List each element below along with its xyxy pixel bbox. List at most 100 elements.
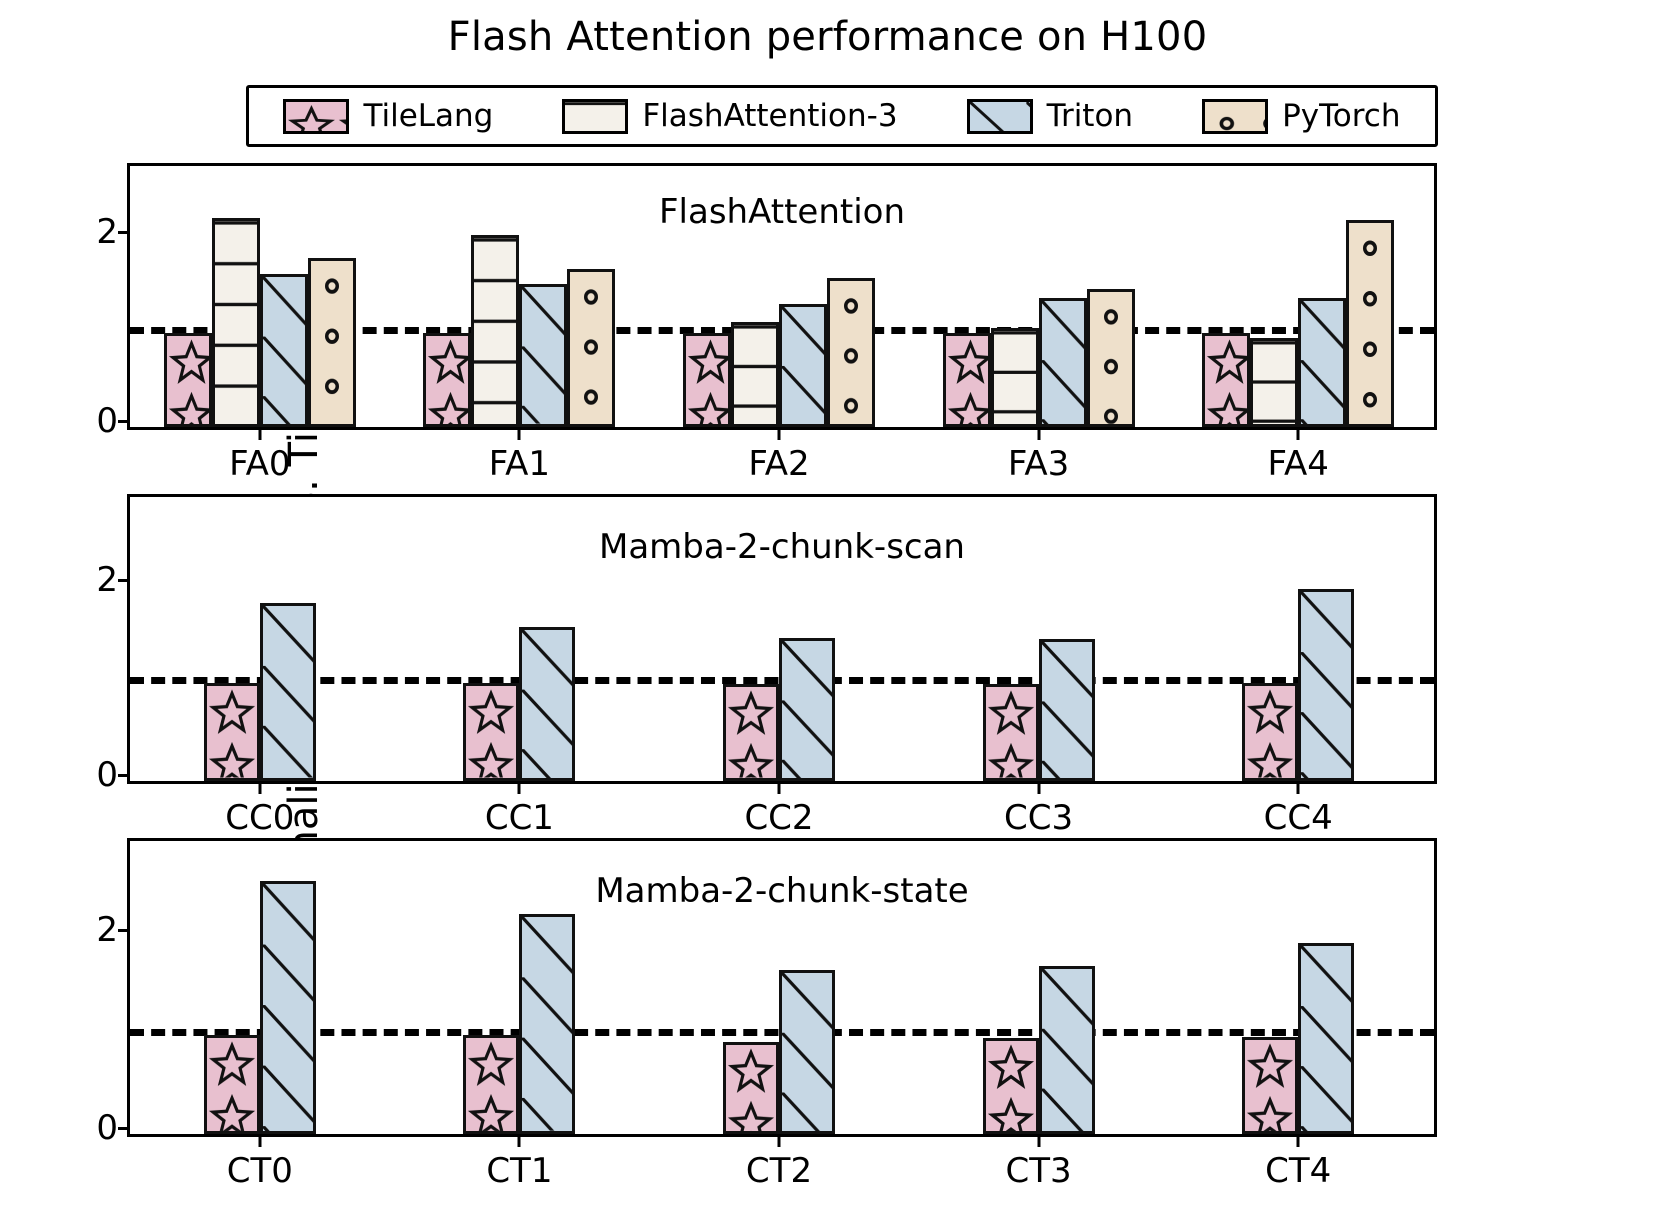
bar-fa2-triton [779,304,827,427]
legend-swatch-hline-icon [562,98,629,134]
bar-ct1-tilelang [463,1035,520,1134]
legend: TileLang FlashAttention-3 Triton PyTorch [246,85,1438,147]
bar-fa1-flashattention-3 [471,235,520,427]
bar-fa3-tilelang [942,332,991,427]
y-tick-mark [118,231,130,235]
bar-fa1-pytorch [567,269,616,427]
legend-swatch-star-icon [283,98,350,134]
bar-cc3-triton [1038,638,1095,781]
x-tick-mark [777,1134,781,1147]
x-tick-label-ct0: CT0 [226,1151,293,1191]
x-tick-mark [1037,1134,1041,1147]
legend-swatch-diag-icon [966,98,1033,134]
x-tick-mark [777,427,781,440]
x-tick-label-cc0: CC0 [225,798,295,838]
x-tick-mark [258,427,262,440]
bar-cc2-triton [779,637,835,781]
legend-label: Triton [1046,97,1134,134]
bar-ct3-tilelang [982,1038,1039,1134]
legend-label: TileLang [363,97,494,134]
y-tick-label: 0 [96,401,118,441]
x-tick-label-fa1: FA1 [488,444,551,484]
legend-label: FlashAttention-3 [642,97,898,134]
bar-cc4-tilelang [1242,683,1299,781]
bar-fa4-triton [1298,297,1347,427]
bar-fa3-flashattention-3 [990,327,1039,427]
y-tick-label: 2 [96,212,118,253]
bar-cc3-tilelang [982,684,1039,781]
page-title: Flash Attention performance on H100 [447,14,1208,60]
x-tick-mark [1037,781,1041,794]
x-tick-mark [517,427,521,440]
legend-item-flashattention-3[interactable]: FlashAttention-3 [562,97,898,134]
x-tick-label-ct2: CT2 [745,1151,813,1191]
bar-cc4-triton [1298,588,1355,781]
x-tick-mark [1296,1134,1300,1147]
bar-fa3-pytorch [1086,289,1135,427]
y-tick-label: 0 [96,1108,118,1148]
x-tick-label-cc3: CC3 [1004,798,1074,838]
bar-fa0-tilelang [163,332,212,427]
bar-fa4-flashattention-3 [1250,338,1299,427]
bar-ct4-triton [1298,943,1355,1134]
bar-fa0-pytorch [307,257,356,427]
bar-fa2-pytorch [827,277,875,427]
y-tick-mark [118,578,130,582]
x-tick-mark [517,1134,521,1147]
legend-item-triton[interactable]: Triton [966,97,1134,134]
x-tick-label-ct4: CT4 [1265,1151,1332,1191]
bar-ct1-triton [519,914,576,1134]
y-tick-mark [118,1127,130,1130]
y-tick-mark [118,929,130,933]
bar-cc0-tilelang [203,683,260,781]
x-tick-label-fa4: FA4 [1267,444,1329,484]
y-tick-mark [118,420,130,423]
bar-ct4-tilelang [1242,1037,1299,1134]
y-tick-label: 2 [96,559,118,600]
x-tick-mark [1037,427,1041,440]
x-tick-mark [517,781,521,794]
bar-fa0-triton [259,274,308,427]
bar-fa4-pytorch [1346,220,1395,427]
bar-fa1-tilelang [423,332,472,427]
legend-label: PyTorch [1282,97,1401,134]
x-tick-label-ct3: CT3 [1005,1151,1072,1191]
x-tick-label-cc4: CC4 [1263,798,1333,838]
x-tick-mark [258,781,262,794]
x-tick-mark [1296,781,1300,794]
legend-item-pytorch[interactable]: PyTorch [1202,97,1401,134]
bar-ct2-tilelang [723,1041,779,1134]
bar-cc1-tilelang [463,683,520,781]
legend-swatch-dot-icon [1202,98,1269,134]
bar-ct0-tilelang [203,1035,260,1134]
y-tick-mark [118,774,130,777]
x-tick-label-cc2: CC2 [744,798,814,838]
bar-ct0-triton [259,880,316,1134]
y-tick-label: 0 [96,755,118,795]
bar-fa2-tilelang [683,332,731,427]
y-tick-label: 2 [96,910,118,951]
x-tick-label-cc1: CC1 [484,798,554,838]
x-tick-label-fa0: FA0 [229,444,291,484]
x-tick-mark [258,1134,262,1147]
bar-fa0-flashattention-3 [211,218,260,427]
bar-ct2-triton [779,969,835,1134]
bar-cc0-triton [259,603,316,781]
bar-fa3-triton [1038,297,1087,427]
bar-ct3-triton [1038,965,1095,1134]
bar-cc2-tilelang [723,684,779,781]
legend-item-tilelang[interactable]: TileLang [283,97,494,134]
x-tick-mark [777,781,781,794]
bar-fa4-tilelang [1202,332,1251,427]
x-tick-mark [1296,427,1300,440]
bar-cc1-triton [519,626,576,781]
x-tick-label-ct1: CT1 [486,1151,553,1191]
x-tick-label-fa2: FA2 [748,444,810,484]
x-tick-label-fa3: FA3 [1007,444,1070,484]
